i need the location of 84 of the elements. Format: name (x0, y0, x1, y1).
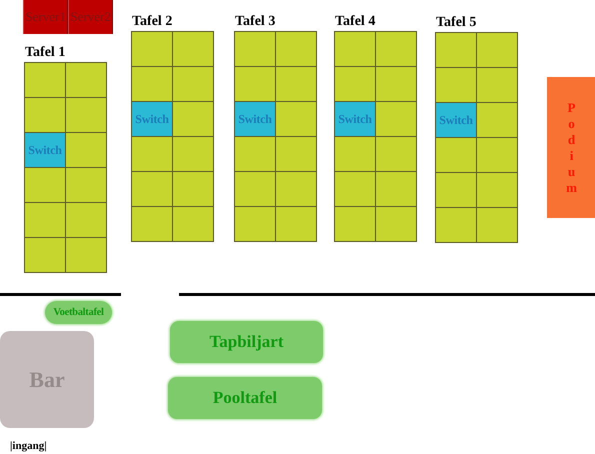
table-seat (275, 31, 317, 67)
table-seat (131, 171, 173, 207)
table-seat (275, 206, 317, 242)
table-seat (375, 136, 417, 172)
billiard-label: Tapbiljart (209, 332, 284, 352)
table-seat (172, 101, 214, 137)
pool-label: Pooltafel (212, 388, 278, 408)
table-seat (334, 136, 376, 172)
table-seat (131, 206, 173, 242)
table-seat (476, 102, 518, 138)
table-seat (334, 206, 376, 242)
table-seat (65, 237, 107, 273)
table-seat (131, 66, 173, 102)
server-label: Server1 (25, 9, 66, 25)
table-seat (375, 31, 417, 67)
table-seat (334, 66, 376, 102)
table-seat (65, 62, 107, 98)
table-heading: Tafel 2 (131, 14, 174, 31)
table-seat (375, 171, 417, 207)
foosball-label: Voetbaltafel (53, 307, 104, 318)
table-seat (334, 171, 376, 207)
table-seat (234, 206, 276, 242)
switch-label: Switch (238, 112, 272, 126)
table-seat (476, 137, 518, 173)
table-seat (275, 66, 317, 102)
switch-label: Switch (338, 112, 372, 126)
table-seat (234, 171, 276, 207)
switch-seat (131, 101, 173, 137)
table-seat (476, 67, 518, 103)
switch-label: Switch (135, 112, 169, 126)
table-seat (172, 206, 214, 242)
table-seat (435, 137, 477, 173)
table-seat (24, 237, 66, 273)
switch-label: Switch (28, 142, 62, 158)
table-seat (476, 32, 518, 68)
table-seat (334, 31, 376, 67)
stage-area (547, 77, 595, 218)
table-seat (435, 172, 477, 208)
table-seat (476, 172, 518, 208)
server-unit (68, 0, 113, 34)
table-seat (435, 67, 477, 103)
switch-seat (334, 101, 376, 137)
table-heading: Tafel 5 (435, 15, 478, 32)
table-seat (435, 207, 477, 243)
table-seat (172, 31, 214, 67)
switch-seat (24, 132, 66, 168)
table-seat (275, 101, 317, 137)
table-seat (24, 97, 66, 133)
table-heading: Tafel 3 (234, 14, 276, 31)
table-seat (65, 202, 107, 238)
table-seat (234, 66, 276, 102)
table-seat (476, 207, 518, 243)
server-unit (23, 0, 68, 34)
table-seat (172, 66, 214, 102)
bar-counter (0, 331, 94, 428)
table-seat (375, 206, 417, 242)
table-seat (24, 62, 66, 98)
table-seat (234, 31, 276, 67)
table-seat (65, 132, 107, 168)
podium-label: Podium (563, 100, 579, 196)
switch-seat (435, 102, 477, 138)
table-seat (375, 101, 417, 137)
switch-label: Switch (439, 112, 473, 128)
table-seat (65, 97, 107, 133)
table-seat (275, 136, 317, 172)
switch-seat (234, 101, 276, 137)
table-seat (375, 66, 417, 102)
table-seat (24, 167, 66, 203)
entrance-label: |ingang| (10, 440, 47, 452)
table-seat (275, 171, 317, 207)
table-heading: Tafel 4 (334, 14, 376, 31)
billiard-table (170, 321, 323, 363)
server-label: Server2 (70, 9, 111, 25)
table-seat (234, 136, 276, 172)
pool-table (168, 377, 322, 419)
table-seat (172, 171, 214, 207)
table-seat (65, 167, 107, 203)
table-seat (172, 136, 214, 172)
foosball-table (45, 301, 112, 324)
table-seat (435, 32, 477, 68)
table-seat (24, 202, 66, 238)
table-seat (131, 136, 173, 172)
table-heading: Tafel 1 (24, 45, 66, 62)
table-seat (131, 31, 173, 67)
